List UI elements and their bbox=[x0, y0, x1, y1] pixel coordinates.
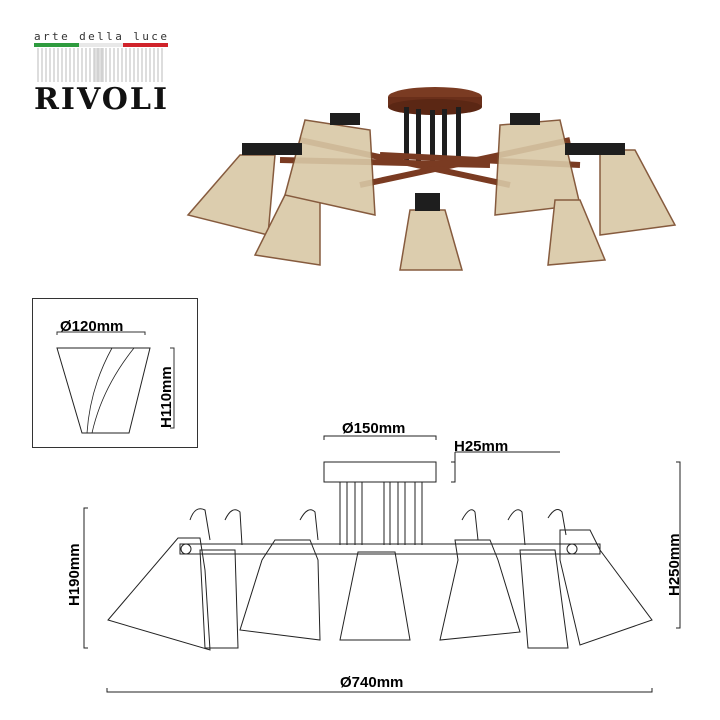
base-height-label: H25mm bbox=[454, 438, 509, 455]
flag-red bbox=[123, 43, 169, 47]
base-diameter-label: Ø150mm bbox=[342, 420, 406, 437]
shade-outline-drawing bbox=[56, 331, 175, 434]
shade-diameter-label: Ø120mm bbox=[60, 318, 124, 335]
italian-flag-stripe bbox=[34, 43, 169, 47]
brand-name: RIVOLI bbox=[34, 82, 169, 117]
logo-barcode-lines bbox=[37, 48, 163, 82]
chandelier-photo bbox=[186, 87, 677, 271]
total-diameter-label: Ø740mm bbox=[340, 674, 404, 691]
flag-green bbox=[34, 43, 79, 47]
brand-tagline: arte della luce bbox=[34, 30, 170, 43]
shade-detail-box bbox=[32, 298, 198, 448]
flag-white bbox=[78, 43, 124, 47]
